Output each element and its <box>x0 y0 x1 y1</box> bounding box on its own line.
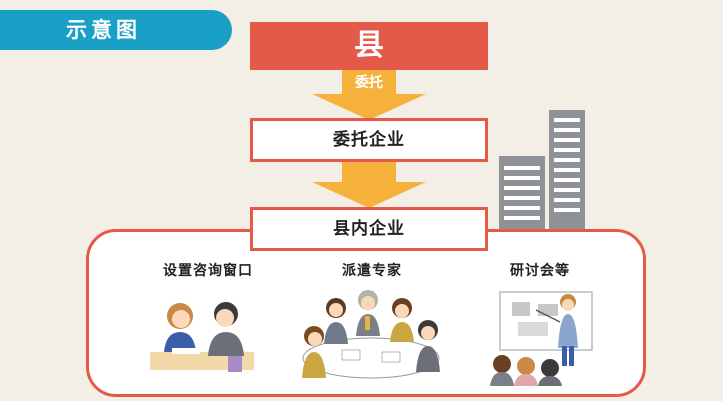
arrow-label-commission: 委托 <box>355 75 383 91</box>
buildings-illustration <box>499 110 585 240</box>
diagram-tab: 示意图 <box>0 10 232 50</box>
seminar-illustration <box>490 291 593 386</box>
local-company-box: 县内企业 <box>250 207 488 251</box>
activity-label-seminar: 研讨会等 <box>510 263 570 279</box>
arrow-down-1 <box>312 70 426 120</box>
prefecture-box: 县 <box>250 22 488 70</box>
activity-label-consultation: 设置咨询窗口 <box>163 263 253 279</box>
activity-label-experts: 派遣专家 <box>342 263 402 279</box>
consultation-illustration <box>150 302 254 372</box>
experts-meeting-illustration <box>302 290 440 379</box>
commissioned-company-box: 委托企业 <box>250 118 488 162</box>
arrow-down-2 <box>312 162 426 208</box>
